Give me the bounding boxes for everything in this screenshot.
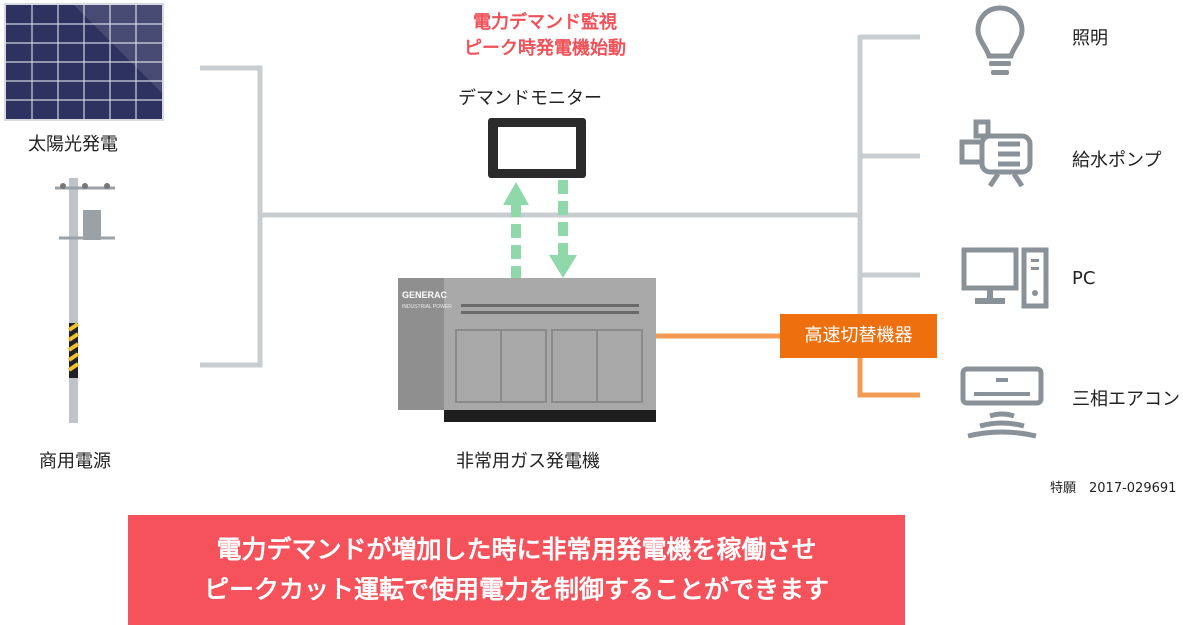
source-line	[200, 65, 263, 368]
generator-label: 非常用ガス発電機	[456, 451, 600, 472]
monitor-label: デマンドモニター	[458, 88, 602, 109]
light-bulb-icon	[975, 5, 1025, 75]
load-label-pump: 給水ポンプ	[1072, 150, 1162, 171]
load-label-aircon: 三相エアコン	[1072, 389, 1180, 410]
pc-icon	[961, 247, 1049, 309]
summary-banner: 電力デマンドが増加した時に非常用発電機を稼働させ ピークカット運転で使用電力を制…	[128, 515, 905, 625]
generator-brand: GENERAC	[402, 290, 448, 300]
solar-panel-icon	[4, 3, 164, 121]
down-arrow-head	[549, 255, 577, 278]
switch-box: 高速切替機器	[780, 314, 937, 358]
aircon-line	[857, 356, 920, 398]
banner-line2: ピークカット運転で使用電力を制御することができます	[203, 575, 829, 604]
generator-brand-sub: INDUSTRIAL POWER	[402, 304, 452, 310]
grid-label: 商用電源	[39, 451, 111, 472]
load-label-lighting: 照明	[1072, 28, 1108, 49]
generator-icon: GENERAC INDUSTRIAL POWER	[398, 278, 656, 422]
monitor-title-line2: ピーク時発電機始動	[464, 38, 626, 59]
patent-number: 特願 2017-029691	[1050, 481, 1177, 496]
banner-line1: 電力デマンドが増加した時に非常用発電機を稼働させ	[216, 535, 817, 564]
utility-pole-icon	[55, 178, 115, 423]
air-conditioner-icon	[960, 366, 1044, 439]
load-label-pc: PC	[1072, 268, 1096, 289]
solar-label: 太陽光発電	[28, 134, 118, 155]
monitor-title-line1: 電力デマンド監視	[473, 12, 617, 33]
monitor-title: 電力デマンド監視 ピーク時発電機始動	[430, 10, 660, 62]
water-pump-icon	[959, 119, 1033, 188]
up-arrow-head	[503, 182, 529, 205]
monitor-icon	[488, 118, 586, 178]
